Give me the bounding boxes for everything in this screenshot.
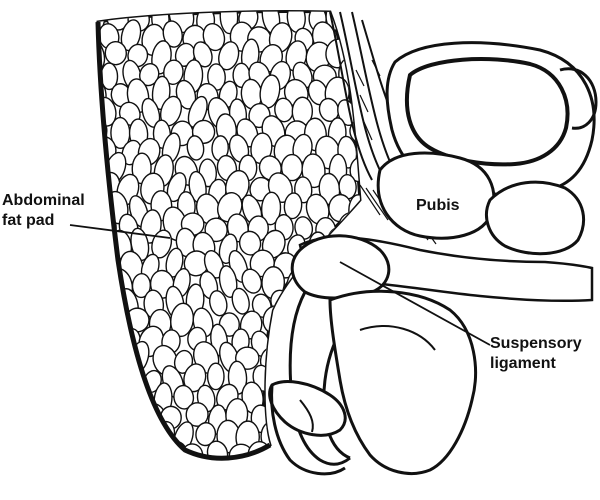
testicle <box>268 380 347 476</box>
fat-cell <box>163 440 188 459</box>
fat-cell <box>98 284 120 317</box>
fat-cell <box>116 402 137 429</box>
fat-cell <box>98 385 105 413</box>
fat-cell <box>98 426 104 451</box>
fat-cell <box>231 287 250 315</box>
fat-cell <box>218 41 240 71</box>
fat-pad-label-line1: Abdominal <box>2 192 85 209</box>
fat-cell <box>108 382 131 413</box>
fat-cell <box>209 290 228 317</box>
fat-cell <box>241 268 263 294</box>
fat-cell <box>98 321 116 357</box>
fat-cell <box>163 59 184 86</box>
pubic-bone <box>376 41 598 256</box>
fat-cell <box>186 135 205 161</box>
fat-cell <box>283 346 307 374</box>
fat-cell <box>195 422 217 447</box>
fat-cell <box>162 20 183 48</box>
ligament-leader-line <box>339 261 491 346</box>
penile-shaft <box>288 234 478 475</box>
fat-cell <box>107 417 128 450</box>
fat-cell <box>304 347 325 372</box>
fat-cell <box>98 306 111 337</box>
fat-pad-leader-line <box>69 224 171 239</box>
fat-cell <box>98 266 110 299</box>
fat-cell <box>104 40 128 66</box>
fat-cell <box>218 265 238 298</box>
fat-cell <box>98 440 121 459</box>
fat-cell <box>308 307 328 341</box>
labels: Abdominal fat pad Pubis Suspensory ligam… <box>2 192 582 372</box>
fat-cell <box>283 192 303 220</box>
ligament-label-line1: Suspensory <box>490 335 582 352</box>
fat-cell <box>294 216 314 240</box>
leader-lines <box>69 224 491 346</box>
fat-cell <box>108 345 128 371</box>
fat-cell <box>98 195 104 221</box>
fat-cell <box>140 445 163 459</box>
fat-cell <box>202 22 226 52</box>
fat-cell <box>187 95 208 128</box>
fat-pad-outer-edge <box>95 21 272 461</box>
fat-cell <box>120 361 139 391</box>
fat-cell <box>120 19 142 52</box>
fat-cell <box>206 362 225 391</box>
fat-cell <box>98 366 118 394</box>
fat-cell <box>207 63 226 91</box>
fat-pad-label-line2: fat pad <box>2 212 54 229</box>
ligament-label-line2: ligament <box>490 355 556 372</box>
pubis-label: Pubis <box>416 197 460 214</box>
fat-cell <box>238 230 262 256</box>
fat-cell <box>260 191 282 226</box>
fat-cell <box>173 384 195 410</box>
fat-cell <box>219 11 239 35</box>
fat-cell <box>185 402 209 427</box>
fat-cell <box>203 250 225 279</box>
fat-cell <box>98 401 115 434</box>
fat-cell <box>129 415 148 451</box>
fat-cell <box>115 437 140 459</box>
fat-cell <box>192 41 213 68</box>
fat-cell <box>98 340 106 376</box>
